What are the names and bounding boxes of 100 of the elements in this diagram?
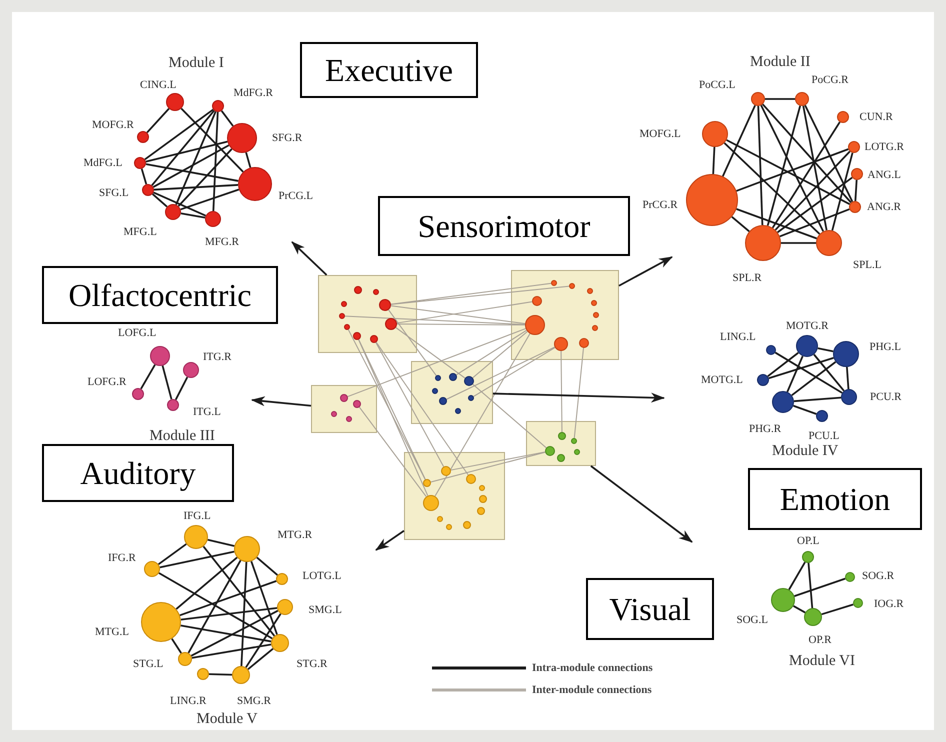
node-label: ANG.R <box>867 201 901 213</box>
connection-line <box>456 330 528 376</box>
connection-line <box>768 357 834 380</box>
connection-line <box>344 316 526 326</box>
node-label: PCU.R <box>870 391 902 403</box>
connection-line <box>160 550 234 568</box>
connection-line <box>765 98 795 100</box>
connection-line <box>473 347 556 397</box>
node-label: IOG.R <box>874 598 904 610</box>
connection-line <box>804 104 854 202</box>
node-dot <box>340 394 348 402</box>
module-title: Module II <box>750 54 810 70</box>
arrow <box>590 465 693 543</box>
connection-line <box>175 111 216 205</box>
connection-line <box>760 104 824 232</box>
connection-line <box>208 673 232 676</box>
node-label: OP.L <box>797 535 820 547</box>
node-label: IFG.L <box>184 510 211 522</box>
node-dot <box>464 376 474 386</box>
connection-line <box>813 354 845 392</box>
node-dot <box>440 466 450 476</box>
category-label: Visual <box>586 578 714 640</box>
node-dot <box>592 312 598 318</box>
node-dot <box>558 432 566 440</box>
connection-line <box>831 152 854 231</box>
node-label: ITG.L <box>193 406 221 418</box>
node-label: SFG.L <box>99 187 129 199</box>
connection-line <box>358 406 427 498</box>
connection-line <box>176 556 238 610</box>
node-dot <box>478 494 486 502</box>
arrow <box>251 396 312 407</box>
node-label: SPL.R <box>732 272 762 284</box>
connection-line <box>376 342 469 476</box>
connection-line <box>212 112 219 212</box>
node-label: MTG.L <box>95 626 129 638</box>
connection-line <box>180 108 244 172</box>
arrow <box>618 256 673 287</box>
node-label: STG.L <box>133 658 164 670</box>
node-dot <box>434 374 440 380</box>
module-panel <box>411 361 493 424</box>
connection-line <box>396 301 533 324</box>
node-dot <box>378 298 390 310</box>
connection-line <box>190 610 278 657</box>
connection-line <box>240 562 248 666</box>
connection-line <box>791 361 836 396</box>
node-label: LOFG.L <box>118 327 156 339</box>
connection-line <box>726 139 850 206</box>
node-label: ANG.L <box>868 169 901 181</box>
node-label: MdFG.L <box>84 157 122 169</box>
node-dot <box>370 334 378 342</box>
node-dot <box>532 296 542 306</box>
connection-line <box>256 556 278 576</box>
node-dot <box>446 524 452 530</box>
connection-line <box>766 106 802 226</box>
connection-line <box>375 342 444 468</box>
connection-line <box>390 286 570 305</box>
connection-line <box>154 184 238 191</box>
node-dot <box>344 324 350 330</box>
node-dot <box>352 332 360 340</box>
connection-line <box>846 366 850 390</box>
connection-line <box>144 108 214 160</box>
category-label: Executive <box>300 42 478 98</box>
connection-line <box>188 560 242 654</box>
connection-line <box>774 352 843 394</box>
connection-line <box>712 146 716 174</box>
connection-line <box>153 192 206 217</box>
legend-text: Intra-module connections <box>532 662 653 674</box>
connection-line <box>158 543 187 566</box>
connection-line <box>220 110 234 127</box>
connection-line <box>786 356 804 392</box>
node-dot <box>340 300 346 306</box>
module-title: Module V <box>196 710 258 728</box>
connection-line <box>788 562 806 590</box>
node-dot <box>556 454 564 462</box>
module-title: Module I <box>168 54 224 72</box>
node-dot <box>462 520 470 528</box>
node-dot <box>432 388 438 394</box>
connection-line <box>794 578 846 597</box>
node-dot <box>476 506 484 514</box>
node-label: LOTG.L <box>302 570 342 582</box>
connection-line <box>146 140 228 162</box>
connection-line <box>390 282 552 305</box>
node-label: LOTG.R <box>864 141 904 153</box>
node-dot <box>568 282 574 288</box>
connection-line <box>390 305 526 324</box>
module-title: Module III <box>150 428 215 444</box>
node-dot <box>372 288 378 294</box>
connection-line <box>793 605 806 614</box>
connection-line <box>450 451 546 471</box>
node-dot <box>586 288 592 294</box>
module-title: Module VI <box>789 652 855 670</box>
connection-line <box>250 560 278 635</box>
node-dot <box>346 416 352 422</box>
connection-line <box>434 333 530 497</box>
module-panel <box>404 452 505 540</box>
connection-line <box>396 324 526 326</box>
connection-line <box>162 365 172 400</box>
category-label: Olfactocentric <box>42 266 278 324</box>
node-dot <box>448 372 456 380</box>
node-dot <box>592 324 598 330</box>
